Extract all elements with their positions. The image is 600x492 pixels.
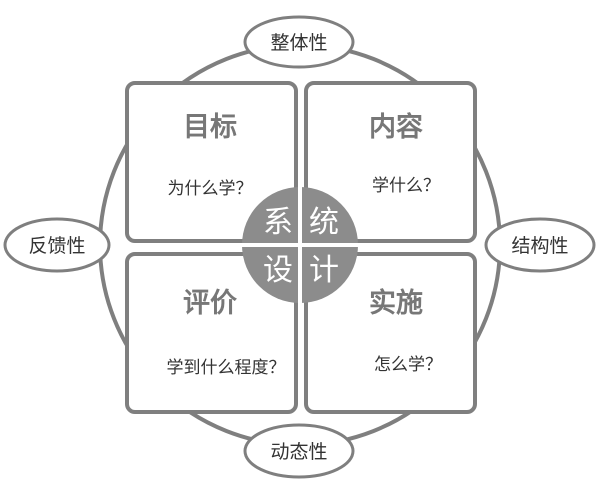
center-char-1: 系 (263, 205, 293, 240)
attribute-ellipse-bottom (243, 423, 355, 479)
center-char-3: 设 (263, 253, 293, 288)
quadrant-question-content: 学什么？ (372, 176, 440, 196)
attribute-ellipse-right (484, 217, 596, 273)
quadrant-title-evaluation: 评价 (183, 288, 238, 319)
attribute-ellipse-left (3, 217, 111, 273)
attribute-label-right: 结构性 (511, 235, 568, 257)
quadrant-box-content (304, 81, 477, 243)
quadrant-title-content: 内容 (369, 111, 423, 143)
quadrant-title-implementation: 实施 (369, 287, 423, 319)
quadrant-title-goal: 目标 (183, 112, 237, 143)
quadrant-question-goal: 为什么学？ (168, 179, 253, 199)
attribute-label-left: 反馈性 (28, 235, 85, 257)
center-char-2: 统 (309, 205, 339, 240)
quadrant-box-goal (125, 81, 298, 243)
center-char-4: 计 (309, 253, 339, 288)
attribute-ellipse-top (243, 15, 355, 69)
quadrant-box-evaluation (125, 252, 298, 414)
quadrant-box-implementation (304, 252, 477, 414)
quadrant-question-implementation: 怎么学？ (374, 355, 442, 375)
attribute-label-top: 整体性 (270, 32, 327, 54)
attribute-label-bottom: 动态性 (270, 441, 327, 463)
quadrant-question-evaluation: 学到什么程度？ (167, 358, 286, 378)
